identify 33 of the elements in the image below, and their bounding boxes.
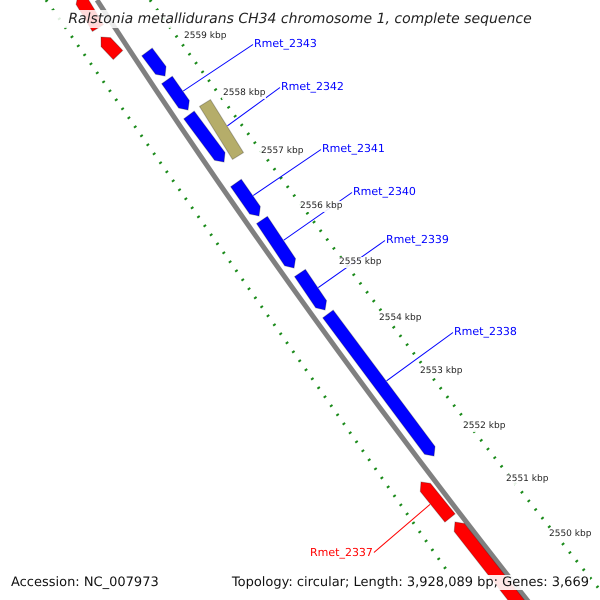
tick-label: 2558 kbp bbox=[222, 88, 266, 99]
gene-feature bbox=[230, 178, 261, 217]
tick-label: 2556 kbp bbox=[299, 201, 344, 212]
gene-label: Rmet_2339 bbox=[386, 234, 449, 245]
tick-label: 2554 kbp bbox=[378, 313, 422, 324]
tick-label: 2552 kbp bbox=[462, 421, 506, 432]
gene-label: Rmet_2340 bbox=[353, 186, 416, 197]
tick-label: 2551 kbp bbox=[505, 474, 550, 485]
gene-feature bbox=[161, 76, 190, 111]
footer-text: Accession: NC_007973 bbox=[10, 575, 160, 590]
gene-label: Rmet_2338 bbox=[454, 326, 517, 337]
leader-line bbox=[373, 504, 431, 553]
leader-line bbox=[226, 87, 280, 126]
tick-label: 2553 kbp bbox=[419, 366, 464, 377]
footer-text: Topology: circular; Length: 3,928,089 bp; Genes: 3,669 bbox=[230, 575, 590, 590]
gene-feature bbox=[141, 47, 167, 77]
gene-label: Rmet_2342 bbox=[281, 81, 344, 92]
leader-line bbox=[386, 332, 454, 382]
tick-label: 2557 kbp bbox=[260, 146, 304, 157]
gene-label: Rmet_2343 bbox=[254, 38, 317, 49]
gene-feature bbox=[198, 98, 244, 160]
leader-line bbox=[252, 149, 322, 196]
tick-label: 2555 kbp bbox=[338, 257, 382, 268]
gene-feature bbox=[256, 216, 296, 269]
tick-label: 2559 kbp bbox=[183, 31, 228, 42]
gene-label: Rmet_2341 bbox=[322, 143, 385, 154]
gene-label: Rmet_2337 bbox=[310, 547, 373, 558]
leader-line bbox=[182, 44, 254, 92]
gene-feature bbox=[100, 36, 124, 60]
gene-feature bbox=[183, 110, 226, 163]
gene-feature bbox=[420, 481, 456, 523]
tick-label: 2550 kbp bbox=[548, 529, 592, 540]
gene-feature bbox=[294, 268, 328, 311]
